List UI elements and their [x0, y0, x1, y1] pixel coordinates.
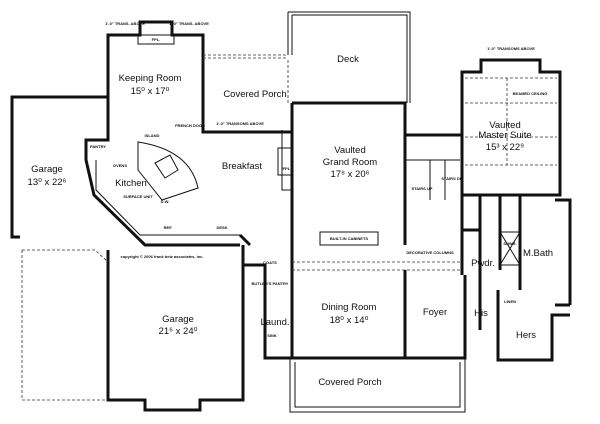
grand-room-size: 17⁸ x 20⁶	[330, 169, 369, 180]
covered-porch-front-label: Covered Porch	[318, 377, 381, 388]
master-suite-size: 15³ x 22⁹	[486, 142, 524, 153]
note-ovens: OVENS	[113, 163, 127, 168]
covered-porch-rear-label: Covered Porch	[223, 89, 286, 100]
garage-large-label: Garage	[162, 314, 194, 325]
note-trans-right: 1'-0" TRANS. ABOVE	[169, 21, 209, 26]
master-suite-line2: Master Suite	[478, 130, 531, 141]
note-dw: D.W.	[161, 199, 170, 204]
note-island: ISLAND	[145, 133, 160, 138]
note-stairs-up: STAIRS UP	[411, 186, 432, 191]
note-pantry: PANTRY	[90, 144, 106, 149]
note-transoms-porch: 1'-0" TRANSOMS ABOVE	[216, 121, 264, 126]
garage-small-size: 13⁰ x 22⁶	[28, 177, 67, 188]
keeping-room-size: 15⁰ x 17⁰	[131, 86, 170, 97]
room-labels: Keeping Room 15⁰ x 17⁰ Garage 13⁰ x 22⁶ …	[28, 54, 554, 388]
note-linen: LINEN	[504, 299, 516, 304]
annotations: 1'-0" TRANS. ABOVE 1'-0" TRANS. ABOVE FP…	[90, 21, 547, 338]
note-shower: SHWR.	[503, 241, 516, 246]
dining-room-label: Dining Room	[322, 302, 377, 313]
master-bath-label: M.Bath	[523, 248, 553, 259]
note-decorative-columns: DECORATIVE COLUMNS	[406, 250, 454, 255]
note-transoms-master: 1'-0" TRANSOMS ABOVE	[487, 46, 535, 51]
note-fpl-breakfast: FPL.	[283, 166, 292, 171]
note-butlers-pantry: BUTLER'S PANTRY	[252, 281, 289, 286]
note-built-in-cabinets: BUILT-IN CABINETS	[330, 236, 368, 241]
note-ref: REF.	[164, 225, 173, 230]
note-coats: COATS	[263, 260, 277, 265]
grand-room-line2: Grand Room	[323, 157, 377, 168]
note-fpl-keeping: FPL.	[152, 37, 161, 42]
note-sink: SINK	[267, 333, 277, 338]
note-beamed-ceiling: BEAMED CEILING	[513, 91, 548, 96]
note-desk: DESK	[216, 225, 227, 230]
walls	[10, 11, 572, 413]
grand-room-line1: Vaulted	[334, 145, 366, 156]
note-stairs-dn: STAIRS DN	[441, 176, 462, 181]
deck-label: Deck	[337, 54, 359, 65]
foyer-label: Foyer	[423, 307, 447, 318]
dining-room-size: 18⁰ x 14⁰	[330, 315, 369, 326]
keeping-room-label: Keeping Room	[119, 73, 182, 84]
note-french-door: FRENCH DOOR	[175, 123, 205, 128]
note-trans-left: 1'-0" TRANS. ABOVE	[105, 21, 145, 26]
his-label: His	[474, 308, 488, 319]
copyright-text: copyright © 2006 frank betz associates, …	[121, 254, 204, 259]
garage-small-label: Garage	[31, 164, 63, 175]
master-suite-line1: Vaulted	[489, 120, 521, 131]
garage-large-size: 21⁶ x 24⁰	[159, 326, 198, 337]
kitchen-label: Kitchen	[115, 178, 147, 189]
note-surface-unit: SURFACE UNIT	[123, 194, 153, 199]
powder-label: Pwdr.	[471, 258, 495, 269]
laundry-label: Laund.	[260, 317, 289, 328]
hers-label: Hers	[516, 330, 536, 341]
breakfast-label: Breakfast	[222, 161, 262, 172]
